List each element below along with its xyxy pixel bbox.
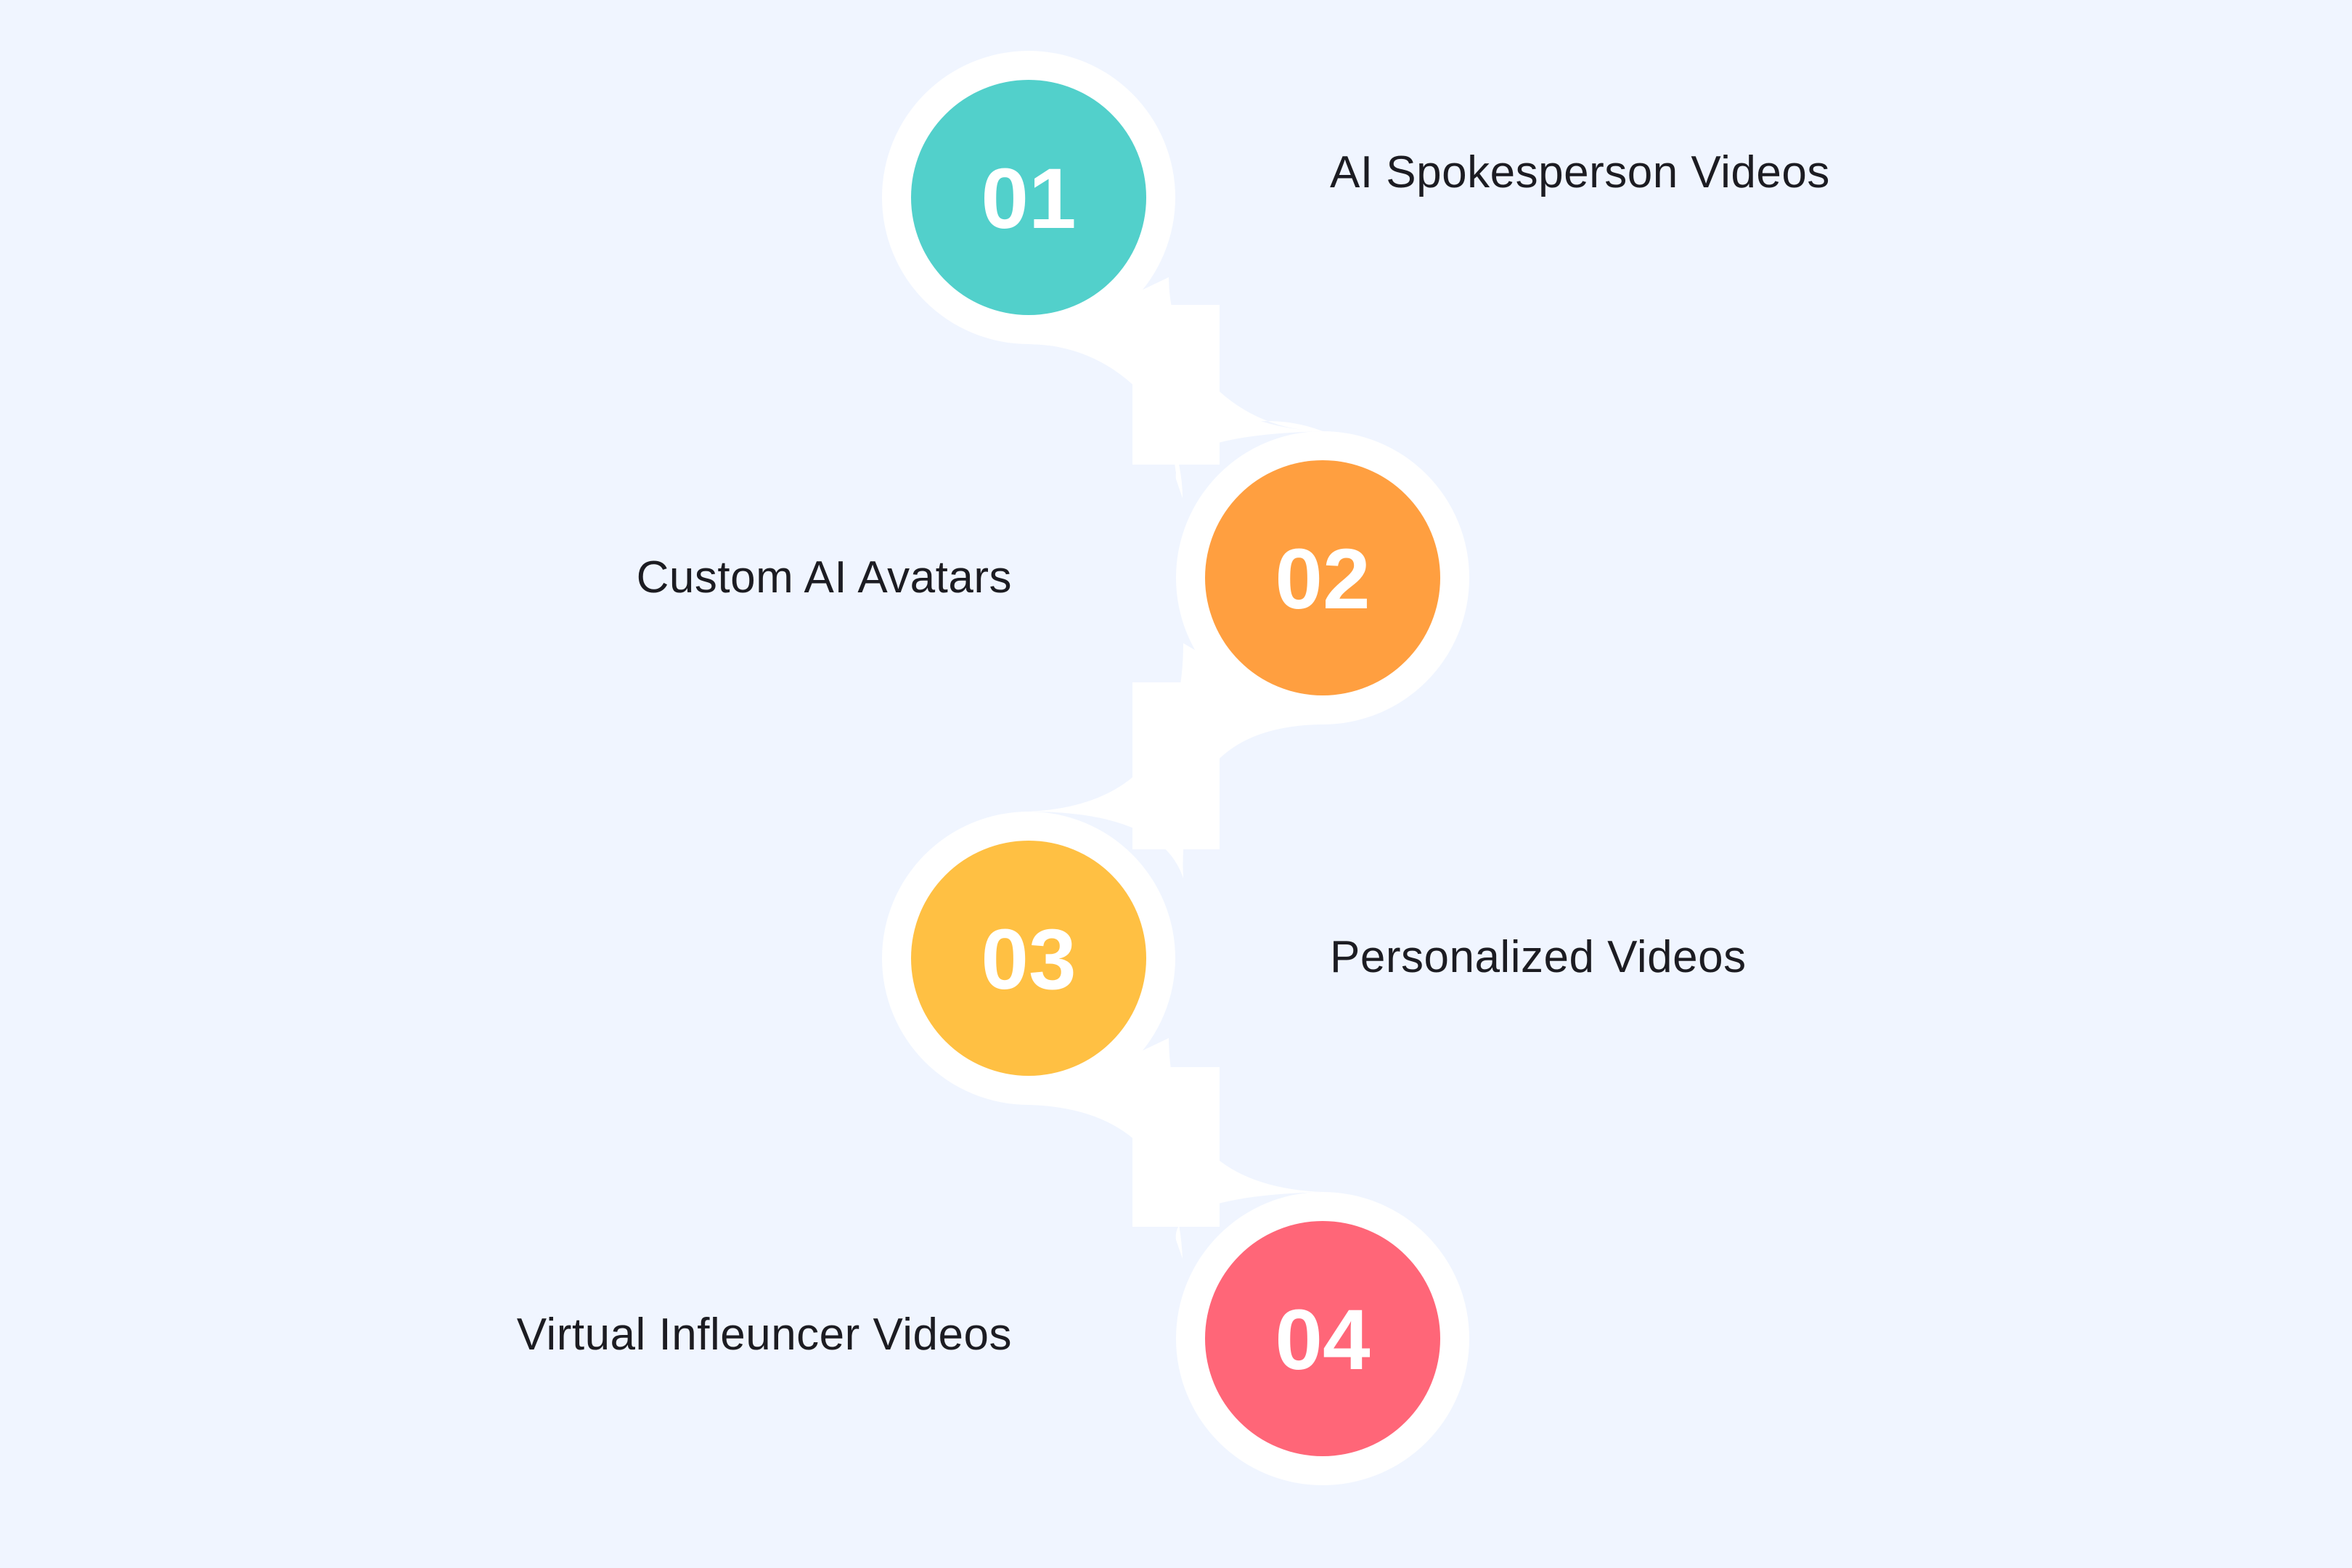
step-4-number: 04 [1275,1292,1370,1388]
step-3-label: Personalized Videos [1330,932,1747,982]
step-2-badge: 02 [1205,460,1440,695]
step-4-badge: 04 [1205,1221,1440,1456]
step-1-number: 01 [981,151,1076,247]
step-3-number: 03 [981,912,1076,1008]
step-2-label: Custom AI Avatars [636,552,1012,603]
step-2-number: 02 [1275,531,1370,627]
step-4-label: Virtual Infleuncer Videos [516,1310,1012,1360]
step-3-badge: 03 [911,841,1146,1076]
step-1-label: AI Spokesperson Videos [1330,147,1830,197]
step-1-badge: 01 [911,80,1146,315]
